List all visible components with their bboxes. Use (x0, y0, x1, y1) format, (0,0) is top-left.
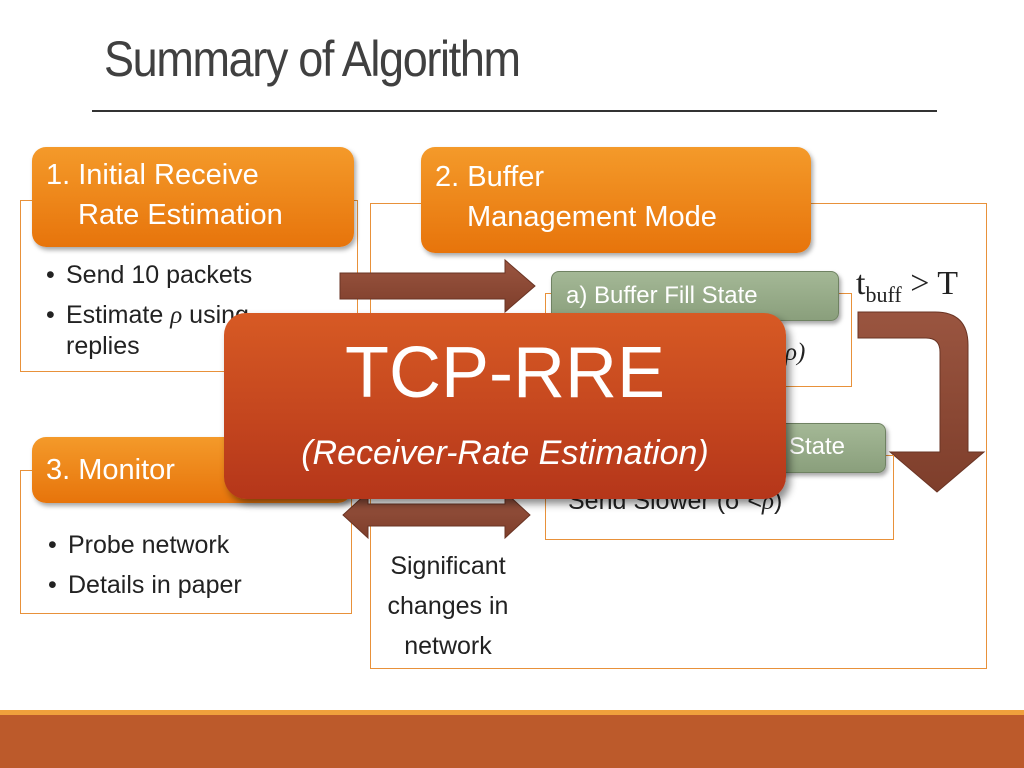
right-arrow (339, 258, 536, 314)
significant-changes-text: Significant changes in network (387, 552, 509, 660)
box3-bullet-1: Probe network (46, 530, 336, 560)
fill-state-body: ρ) (785, 339, 806, 366)
footer-bar (0, 715, 1024, 768)
box2-header: 2. Buffer Management Mode (421, 147, 811, 253)
tcp-rre-overlay: TCP-RRE (Receiver-Rate Estimation) (224, 313, 786, 499)
box3-bullets: Probe network Details in paper (46, 530, 336, 610)
double-arrow (342, 490, 531, 540)
box2-header-line2: Management Mode (467, 201, 717, 233)
box1-bullet-1: Send 10 packets (44, 260, 344, 290)
overlay-subtitle: (Receiver-Rate Estimation) (301, 434, 709, 472)
threshold-expression: tbuff > T (856, 265, 959, 307)
title-divider (92, 110, 937, 112)
slide-title: Summary of Algorithm (104, 31, 521, 87)
box1-header-line2: Rate Estimation (78, 199, 283, 231)
box2-header-line1: 2. Buffer (435, 161, 545, 193)
box1-header-line1: 1. Initial Receive (46, 159, 259, 191)
box1-header: 1. Initial Receive Rate Estimation (32, 147, 354, 247)
box3-bullet-2: Details in paper (46, 570, 336, 600)
curved-down-arrow (857, 311, 986, 493)
footer-accent-line (0, 710, 1024, 715)
overlay-title: TCP-RRE (345, 333, 665, 413)
rho-symbol: ρ (170, 302, 183, 329)
